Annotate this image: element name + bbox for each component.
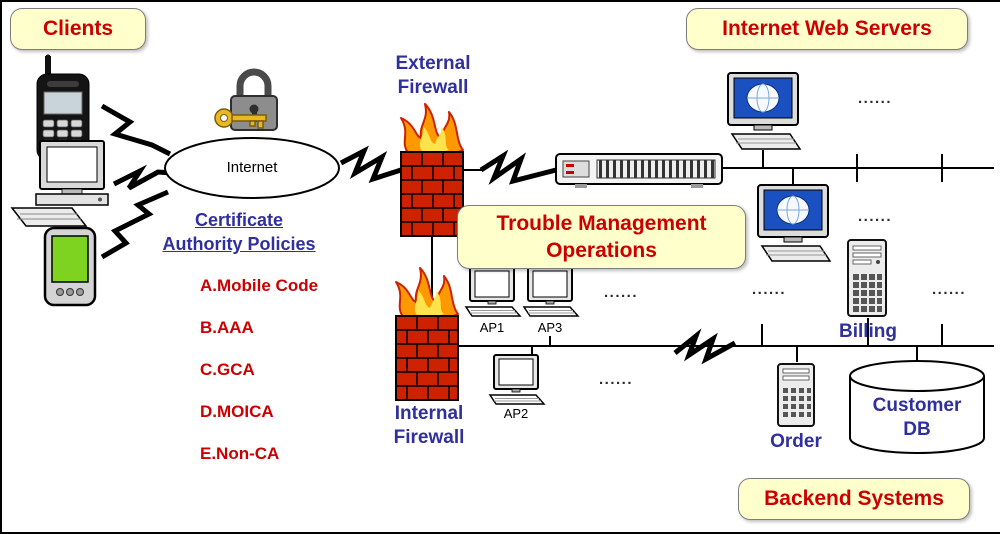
internet-label: Internet <box>226 159 278 176</box>
order-label: Order <box>770 431 822 452</box>
web-server-workstation-icon <box>727 72 802 150</box>
ap1-workstation-icon <box>464 266 522 317</box>
internal-firewall-icon <box>395 267 459 401</box>
hub-icon <box>555 153 723 188</box>
web-server-workstation-icon-2 <box>757 184 832 262</box>
internet-web-servers-box: Internet Web Servers <box>686 8 968 50</box>
ap1-label: AP1 <box>479 320 505 335</box>
internal-firewall-label: Internal Firewall <box>393 403 465 448</box>
trouble-management-box: Trouble Management Operations <box>457 205 746 269</box>
policy-item-a: A.Mobile Code <box>200 276 319 295</box>
policy-item-d: D.MOICA <box>200 402 274 421</box>
desktop-computer-icon <box>10 140 109 227</box>
customer-db-icon <box>849 360 985 454</box>
padlock-key-icon <box>214 68 278 131</box>
clients-box: Clients <box>10 8 146 50</box>
billing-label: Billing <box>838 321 898 342</box>
order-server-icon <box>777 363 815 427</box>
ap2-workstation-icon <box>488 354 546 405</box>
backend-systems-box: Backend Systems <box>738 478 970 520</box>
ap2-label: AP2 <box>503 406 529 421</box>
ellipsis-dots: ...... <box>858 90 893 107</box>
mobile-phone-icon <box>36 54 90 161</box>
ap3-workstation-icon <box>522 266 580 317</box>
external-firewall-icon <box>400 103 464 237</box>
policy-item-c: C.GCA <box>200 360 255 379</box>
internet-cloud-icon <box>164 137 340 199</box>
ellipsis-dots: ...... <box>604 284 639 301</box>
ellipsis-dots: ...... <box>932 281 967 298</box>
billing-server-icon <box>847 239 887 317</box>
policy-item-b: B.AAA <box>200 318 254 337</box>
ap3-label: AP3 <box>537 320 563 335</box>
external-firewall-label: External Firewall <box>395 53 471 98</box>
customer-db-label: Customer DB <box>872 395 962 440</box>
policy-item-e: E.Non-CA <box>200 444 280 463</box>
certificate-policies-heading: Certificate Authority Policies <box>162 210 316 255</box>
ellipsis-dots: ...... <box>858 208 893 225</box>
pda-icon <box>43 226 97 307</box>
ellipsis-dots: ...... <box>599 371 634 388</box>
ellipsis-dots: ...... <box>752 281 787 298</box>
certificate-policies-list: A.Mobile Code B.AAA C.GCA D.MOICA E.Non-… <box>200 256 318 484</box>
